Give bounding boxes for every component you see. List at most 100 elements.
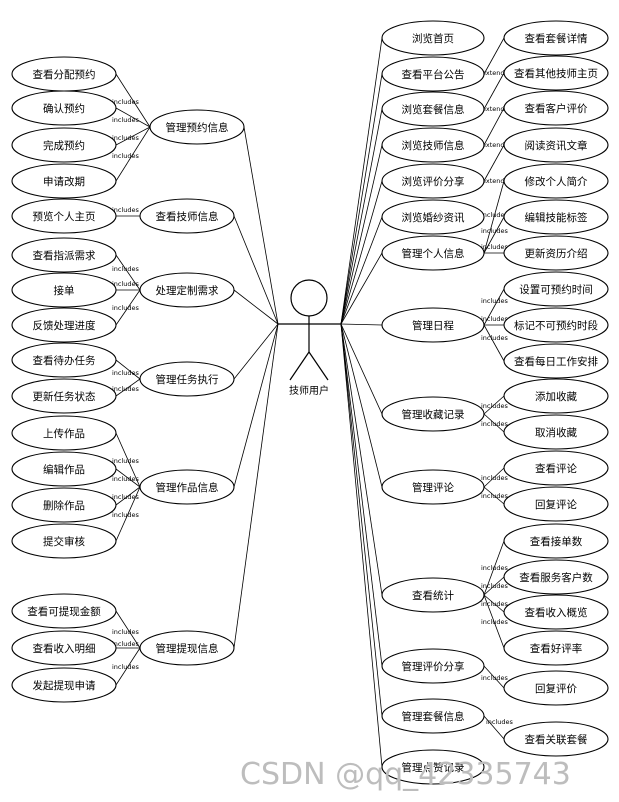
usecase-ellipse	[503, 307, 609, 343]
include-line	[115, 289, 141, 326]
usecase-label: 管理评论	[412, 481, 454, 494]
includes-label: includes	[112, 206, 140, 214]
usecase-edit-skill-tags: 编辑技能标签	[503, 199, 609, 235]
include-line	[115, 126, 151, 146]
actor-label: 技师用户	[289, 384, 329, 397]
usecase-edit-works: 编辑作品	[11, 451, 117, 487]
includes-label: includes	[481, 297, 509, 305]
include-line	[115, 610, 141, 649]
usecase-view-booking: 查看分配预约	[11, 56, 117, 92]
assoc-line	[340, 144, 383, 325]
usecase-label: 确认预约	[43, 102, 85, 115]
include-line	[483, 216, 505, 254]
usecase-label: 标记不可预约时段	[514, 319, 598, 332]
usecase-label: 查看收入明细	[33, 642, 96, 655]
include-line	[115, 432, 141, 488]
include-line	[483, 594, 505, 649]
usecase-reschedule: 申请改期	[11, 163, 117, 199]
include-line	[483, 467, 505, 488]
usecase-label: 查看分配预约	[33, 68, 96, 81]
usecase-ellipse	[381, 199, 485, 235]
assoc-line	[233, 323, 279, 649]
usecase-ellipse	[11, 342, 117, 378]
usecase-label: 查看技师信息	[156, 210, 219, 223]
usecase-ellipse	[381, 469, 485, 505]
assoc-line	[233, 215, 279, 325]
usecase-update-resume: 更新资历介绍	[503, 235, 609, 271]
usecase-label: 查看套餐详情	[525, 32, 588, 45]
includes-label: includes	[112, 511, 140, 519]
usecase-ellipse	[149, 109, 245, 145]
usecase-manage-likes: 管理点赞记录	[381, 749, 485, 785]
usecase-label: 设置可预约时间	[519, 283, 593, 296]
usecase-label: 浏览首页	[412, 32, 454, 45]
extends-label: extends	[482, 177, 509, 185]
include-line	[483, 486, 505, 505]
usecase-label: 修改个人简介	[525, 175, 588, 188]
usecase-ellipse	[139, 272, 235, 308]
usecase-ellipse	[503, 559, 609, 595]
usecase-complete-booking: 完成预约	[11, 127, 117, 163]
usecase-handle-custom: 处理定制需求	[139, 272, 235, 308]
usecase-label: 管理作品信息	[156, 481, 219, 494]
usecase-label: 查看可提现金额	[27, 605, 101, 618]
usecase-manage-booking: 管理预约信息	[149, 109, 245, 145]
includes-label: includes	[112, 98, 140, 106]
watermark: CSDN @qq_42335743	[240, 757, 571, 792]
includes-label: includes	[481, 600, 509, 608]
usecase-ellipse	[381, 163, 485, 199]
assoc-line	[340, 108, 383, 325]
usecase-label: 管理任务执行	[156, 373, 219, 386]
usecase-ellipse	[503, 163, 609, 199]
usecase-ellipse	[381, 56, 485, 92]
includes-label: includes	[112, 134, 140, 142]
usecase-label: 完成预约	[43, 139, 85, 152]
include-line	[483, 540, 505, 596]
usecase-accept-order: 接单	[11, 272, 117, 308]
include-line	[483, 180, 505, 254]
usecase-view-customer-review: 查看客户评价	[503, 90, 609, 126]
usecase-label: 提交审核	[43, 535, 85, 548]
include-line	[115, 73, 151, 128]
usecase-browse-package: 浏览套餐信息	[381, 91, 485, 127]
usecase-view-other-tech: 查看其他技师主页	[503, 55, 609, 91]
usecase-ellipse	[503, 127, 609, 163]
usecase-manage-favorites: 管理收藏记录	[381, 396, 485, 432]
extends-label: extends	[482, 105, 509, 113]
usecase-view-stats: 查看统计	[381, 577, 485, 613]
usecase-ellipse	[11, 90, 117, 126]
usecase-upload-works: 上传作品	[11, 415, 117, 451]
assoc-line	[340, 323, 383, 415]
include-line	[483, 576, 505, 596]
includes-label: includes	[481, 674, 509, 682]
includes-label: includes	[112, 640, 140, 648]
usecase-label: 管理日程	[412, 319, 454, 332]
usecase-ellipse	[381, 127, 485, 163]
usecase-label: 管理评价分享	[402, 660, 465, 673]
include-line	[115, 468, 141, 488]
usecase-manage-comments: 管理评论	[381, 469, 485, 505]
assoc-line	[340, 180, 383, 325]
usecase-label: 回复评价	[535, 682, 577, 695]
usecase-read-news: 阅读资讯文章	[503, 127, 609, 163]
usecase-label: 编辑作品	[43, 463, 85, 476]
usecase-ellipse	[11, 415, 117, 451]
usecase-manage-package-info: 管理套餐信息	[381, 698, 485, 734]
include-line	[115, 107, 151, 128]
includes-label: includes	[481, 582, 509, 590]
usecase-label: 浏览技师信息	[402, 139, 465, 152]
includes-label: includes	[481, 211, 509, 219]
include-line	[483, 395, 505, 415]
usecase-label: 浏览套餐信息	[402, 103, 465, 116]
assoc-line	[233, 289, 279, 325]
includes-label: includes	[481, 334, 509, 342]
usecase-label: 浏览评价分享	[402, 175, 465, 188]
includes-label: includes	[481, 420, 509, 428]
usecase-ellipse	[11, 307, 117, 343]
actor-left-leg	[289, 351, 310, 381]
assoc-line	[340, 323, 383, 596]
includes-label: includes	[486, 718, 514, 726]
usecase-view-income-overview: 查看收入概览	[503, 594, 609, 630]
usecase-manage-schedule: 管理日程	[381, 307, 485, 343]
usecase-browse-home: 浏览首页	[381, 20, 485, 56]
